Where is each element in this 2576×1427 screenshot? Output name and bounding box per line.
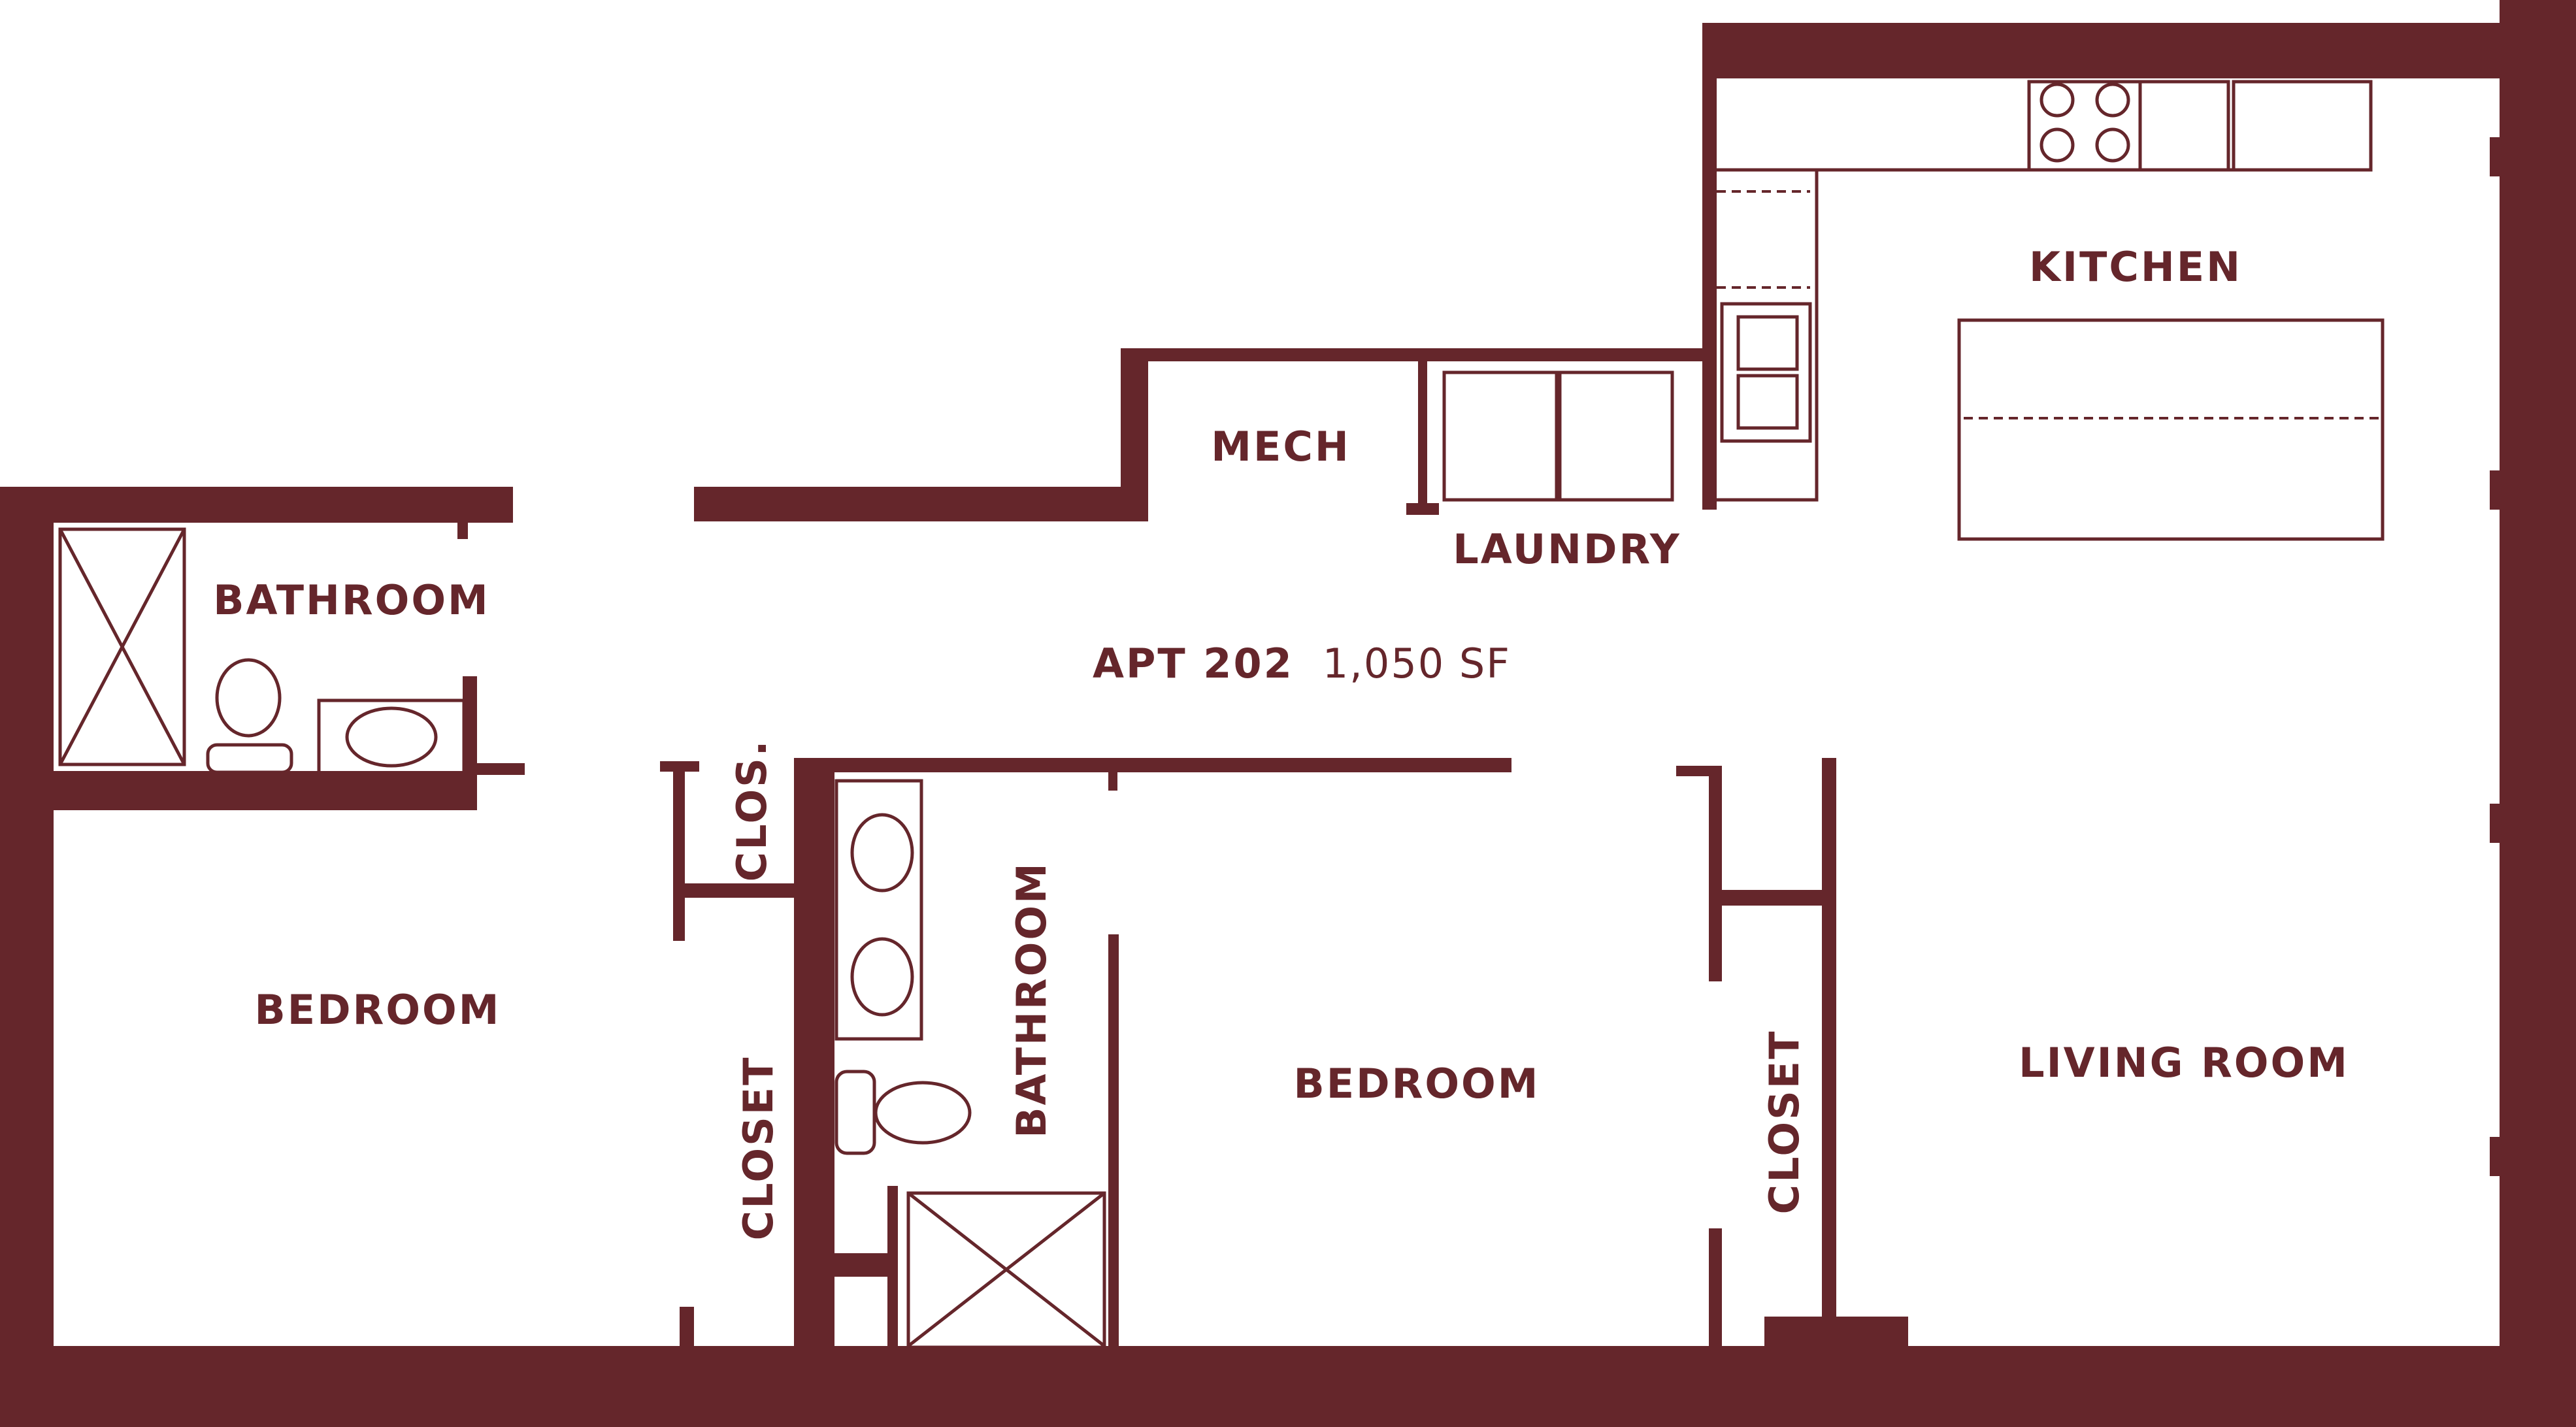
laundry-fixtures: [1442, 370, 1674, 502]
stove-burner-icon: [2039, 127, 2075, 163]
wall-exterior-top-left: [0, 487, 513, 523]
stove-burner-icon: [2039, 82, 2075, 118]
wall-bath-mid-top: [794, 758, 1511, 772]
sink-middle: [850, 937, 914, 1017]
shower-left-cross: [58, 528, 186, 766]
wall-mech-laundry-divider: [1418, 358, 1427, 515]
shower-middle: [906, 1191, 1106, 1349]
sink-left: [345, 706, 438, 768]
room-label-bathroom-middle: BATHROOM: [1008, 861, 1055, 1138]
wall-closet-right-base: [1764, 1317, 1908, 1346]
wall-bath-left-top-stub: [457, 513, 468, 539]
kitchen-sink: [1720, 302, 1812, 443]
wall-bath-mid-right: [1108, 934, 1119, 1346]
wall-exterior-right: [2500, 0, 2576, 1427]
wall-corridor-top: [694, 487, 1148, 521]
room-label-bedroom-left: BEDROOM: [255, 986, 501, 1034]
kitchen-island: [1957, 318, 2385, 541]
shower-left: [58, 527, 186, 766]
wall-bath-mid-left: [794, 758, 834, 1346]
wall-mech-top: [1121, 348, 1717, 361]
toilet-middle-tank: [834, 1070, 876, 1155]
room-label-closet-left: CLOSET: [735, 1056, 782, 1241]
wall-closet-right-left-lower: [1709, 1228, 1722, 1346]
wall-bath-left-right: [463, 676, 477, 810]
sink-middle: [850, 813, 914, 893]
wall-bath-mid-shower-side: [887, 1186, 898, 1346]
room-label-living-room: LIVING ROOM: [2019, 1039, 2349, 1087]
wall-bath-mid-right-stub: [1108, 764, 1117, 791]
wall-exterior-bottom: [0, 1346, 2576, 1427]
refrigerator: [2232, 80, 2373, 172]
room-label-mech: MECH: [1211, 423, 1350, 470]
left-bathroom-fixtures: [58, 527, 466, 776]
wall-kitchen-left: [1702, 23, 1717, 510]
room-label-closet-right: CLOSET: [1760, 1030, 1808, 1215]
room-labels: BATHROOM MECH LAUNDRY KITCHEN APT 202 1,…: [213, 243, 2349, 1241]
washer: [1442, 370, 1559, 502]
kitchen-counter-upper: [1717, 168, 1819, 502]
wall-bath-left-bottom: [54, 771, 475, 810]
room-label-bathroom-left: BATHROOM: [213, 576, 489, 624]
room-label-closet-small: CLOS.: [728, 739, 776, 882]
wall-clos-bottom: [673, 883, 804, 898]
apartment-unit: APT 202: [1093, 640, 1294, 687]
dryer: [1558, 370, 1674, 502]
toilet-middle-bowl: [874, 1081, 972, 1145]
wall-exterior-right-pier-1: [2490, 137, 2509, 176]
room-label-bedroom-middle: BEDROOM: [1294, 1060, 1540, 1107]
apartment-area: 1,050 SF: [1323, 640, 1511, 687]
wall-closet-right-right: [1822, 758, 1836, 1346]
middle-bathroom-fixtures: [834, 779, 1106, 1349]
vanity-middle: [834, 779, 923, 1041]
shower-middle-cross: [907, 1192, 1106, 1347]
wall-exterior-right-pier-3: [2490, 804, 2509, 843]
room-label-laundry: LAUNDRY: [1453, 525, 1681, 573]
wall-exterior-top-corner: [2503, 0, 2576, 78]
wall-bath-left-door-stub: [463, 763, 525, 775]
stove-burner-icon: [2095, 82, 2130, 118]
wall-closet-right-left-upper: [1709, 766, 1722, 981]
wall-exterior-left: [0, 487, 54, 1427]
wall-exterior-right-pier-4: [2490, 1137, 2509, 1176]
wall-bath-mid-shower-stub: [834, 1253, 890, 1277]
wall-exterior-top-kitchen: [1702, 23, 2576, 78]
room-label-kitchen: KITCHEN: [2029, 243, 2242, 291]
kitchen-cabinet: [2138, 80, 2230, 172]
stove-burner-icon: [2095, 127, 2130, 163]
wall-mech-laundry-stub: [1406, 503, 1439, 515]
wall-clos-left: [673, 761, 685, 941]
kitchen-sink-basin: [1736, 315, 1799, 371]
toilet-left-tank: [206, 743, 293, 774]
wall-exterior-right-pier-2: [2490, 470, 2509, 510]
wall-left-closet-door-stub: [680, 1307, 694, 1346]
kitchen-fixtures: [1717, 80, 2385, 541]
vanity-left: [317, 698, 466, 776]
apartment-label: APT 202 1,050 SF: [1093, 640, 1511, 687]
toilet-left-bowl: [215, 658, 282, 738]
wall-closet-right-shelf: [1712, 890, 1836, 906]
kitchen-sink-basin: [1736, 374, 1799, 430]
